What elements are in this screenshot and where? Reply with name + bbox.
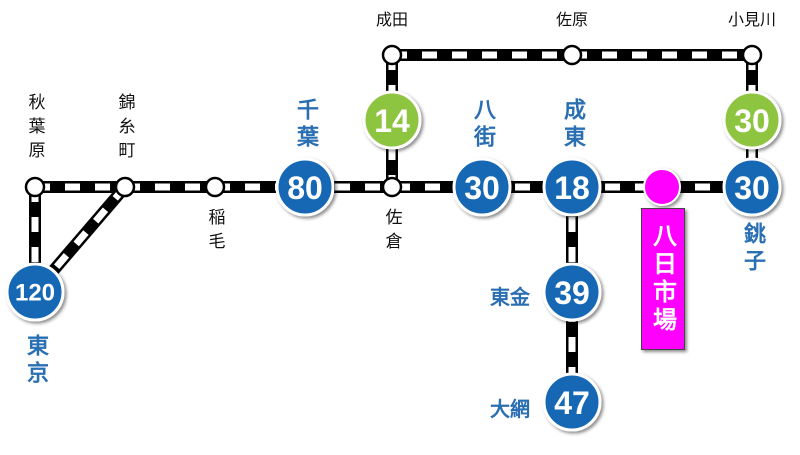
station-chiba-marker: 80 xyxy=(275,157,335,217)
station-tokyo-label: 東京 xyxy=(23,334,48,388)
branch-marker-narita-sakura: 14 xyxy=(362,90,422,150)
branch-marker-omigawa-choshi-value: 30 xyxy=(734,103,770,139)
station-kinshicho-node xyxy=(114,176,136,198)
station-omigawa-label: 小見川 xyxy=(727,10,777,29)
station-naruto-marker: 18 xyxy=(542,157,602,217)
station-oami-value: 47 xyxy=(554,385,590,421)
station-tokyo-marker: 120 xyxy=(5,262,65,322)
station-yachimata-value: 30 xyxy=(464,170,500,206)
station-togane-marker: 39 xyxy=(542,262,602,322)
station-nodes xyxy=(24,44,763,198)
station-yokaichiba-callout: 八日市場 xyxy=(641,208,685,350)
station-narita-node xyxy=(381,44,403,66)
station-togane-value: 39 xyxy=(554,275,590,311)
station-kinshicho-label: 錦糸町 xyxy=(114,93,135,165)
station-naruto-label: 成東 xyxy=(560,98,585,152)
station-oami-marker: 47 xyxy=(542,372,602,432)
station-sawara-node xyxy=(561,44,583,66)
station-sawara-label: 佐原 xyxy=(555,10,589,29)
station-togane-label: 東金 xyxy=(490,285,530,309)
station-oami-label: 大網 xyxy=(490,397,530,421)
station-sakura-label: 佐倉 xyxy=(381,208,402,256)
station-chiba-label: 千葉 xyxy=(293,98,318,152)
station-chiba-value: 80 xyxy=(287,170,323,206)
station-akihabara-label: 秋葉原 xyxy=(24,93,45,165)
station-choshi-label: 銚子 xyxy=(740,222,765,276)
station-inage-node xyxy=(204,176,226,198)
station-omigawa-node xyxy=(741,44,763,66)
station-choshi-marker: 30 xyxy=(722,157,782,217)
station-yachimata-label: 八街 xyxy=(470,98,495,152)
station-akihabara-node xyxy=(24,176,46,198)
station-tokyo-value: 120 xyxy=(15,280,55,307)
station-sakura-node xyxy=(381,176,403,198)
station-yokaichiba-label: 八日市場 xyxy=(648,223,677,335)
station-narita-label: 成田 xyxy=(375,10,409,29)
station-naruto-value: 18 xyxy=(554,170,590,206)
branch-marker-omigawa-choshi: 30 xyxy=(722,90,782,150)
branch-marker-narita-sakura-value: 14 xyxy=(374,103,410,139)
station-inage-label: 稲毛 xyxy=(204,208,225,256)
station-yokaichiba-dot xyxy=(643,168,681,206)
station-choshi-value: 30 xyxy=(734,170,770,206)
station-yachimata-marker: 30 xyxy=(452,157,512,217)
